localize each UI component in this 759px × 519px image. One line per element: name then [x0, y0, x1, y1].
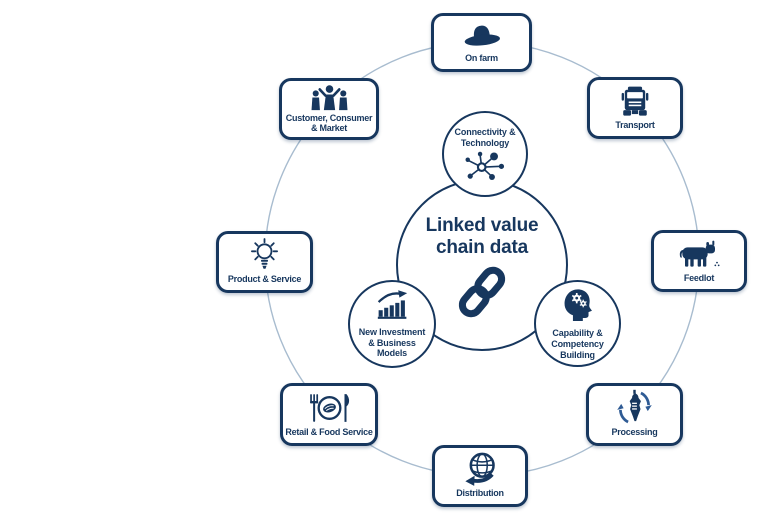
globe-arrow-icon: [461, 448, 500, 488]
inner-node-capability-competency-building: Capability & Competency Building: [534, 280, 621, 367]
inner-node-label: New Investment & Business Models: [358, 326, 426, 359]
carcass-recycle-icon: [616, 386, 653, 427]
node-label: Distribution: [456, 488, 504, 498]
node-customer-consumer-market: Customer, Consumer & Market: [279, 78, 379, 140]
node-on-farm: On farm: [431, 13, 532, 72]
cowboy-hat-icon: [461, 16, 503, 53]
chain-link-icon: [457, 263, 507, 326]
inner-node-new-investment-business-models: New Investment & Business Models: [348, 280, 436, 368]
head-gears-icon: [562, 286, 593, 326]
cow-icon: [677, 233, 721, 273]
inner-node-label: Connectivity & Technology: [454, 127, 516, 148]
people-group-icon: [308, 81, 351, 113]
node-distribution: Distribution: [432, 445, 528, 507]
inner-node-label: Capability & Competency Building: [551, 328, 604, 360]
node-feedlot: Feedlot: [651, 230, 747, 292]
node-label: On farm: [465, 52, 498, 63]
network-nodes-icon: [462, 149, 508, 187]
node-transport: Transport: [587, 77, 683, 139]
node-label: Feedlot: [683, 272, 715, 283]
brand-mark: [714, 262, 720, 267]
inner-node-connectivity-technology: Connectivity & Technology: [442, 111, 528, 197]
node-product-service: Product & Service: [216, 231, 313, 293]
node-label: Customer, Consumer & Market: [285, 113, 373, 134]
node-processing: Processing: [586, 383, 683, 446]
node-label: Processing: [611, 426, 658, 437]
lightbulb-icon: [249, 234, 280, 274]
node-label: Retail & Food Service: [285, 426, 373, 437]
node-label: Product & Service: [227, 273, 302, 284]
plate-cutlery-icon: [307, 386, 352, 427]
diagram-title: Linked value chain data: [425, 215, 539, 259]
node-label: Transport: [615, 119, 655, 130]
truck-icon: [619, 80, 651, 120]
node-retail-food-service: Retail & Food Service: [280, 383, 378, 446]
bar-chart-growth-icon: [374, 289, 411, 325]
